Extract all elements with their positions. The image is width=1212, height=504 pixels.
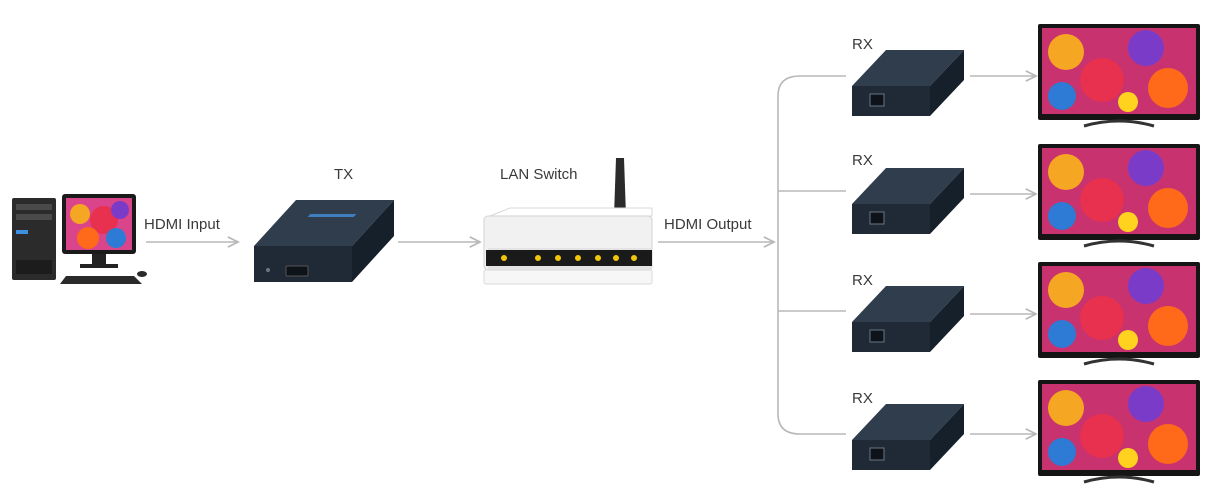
hdmi-input-label: HDMI Input xyxy=(144,216,220,233)
hdmi-extender-rx-icon xyxy=(852,286,964,352)
tx-label: TX xyxy=(334,166,354,183)
rx-label-1: RX xyxy=(852,36,873,53)
hdmi-output-label: HDMI Output xyxy=(664,216,752,233)
wireless-lan-switch-icon xyxy=(483,158,653,285)
lan-switch-label: LAN Switch xyxy=(500,166,578,183)
flat-tv-icon xyxy=(1038,262,1200,366)
flat-tv-icon xyxy=(1038,144,1200,248)
flat-tv-icon xyxy=(1038,24,1200,128)
hdmi-extender-rx-icon xyxy=(852,404,964,470)
hdmi-extender-rx-icon xyxy=(852,168,964,234)
hdmi-extender-rx-icon xyxy=(852,50,964,116)
desktop-computer-icon xyxy=(12,194,147,284)
rx-label-3: RX xyxy=(852,272,873,289)
flat-tv-icon xyxy=(1038,380,1200,484)
rx-label-2: RX xyxy=(852,152,873,169)
hdmi-extender-tx-icon xyxy=(254,200,394,282)
distribution-bus xyxy=(777,75,801,435)
rx-label-4: RX xyxy=(852,390,873,407)
